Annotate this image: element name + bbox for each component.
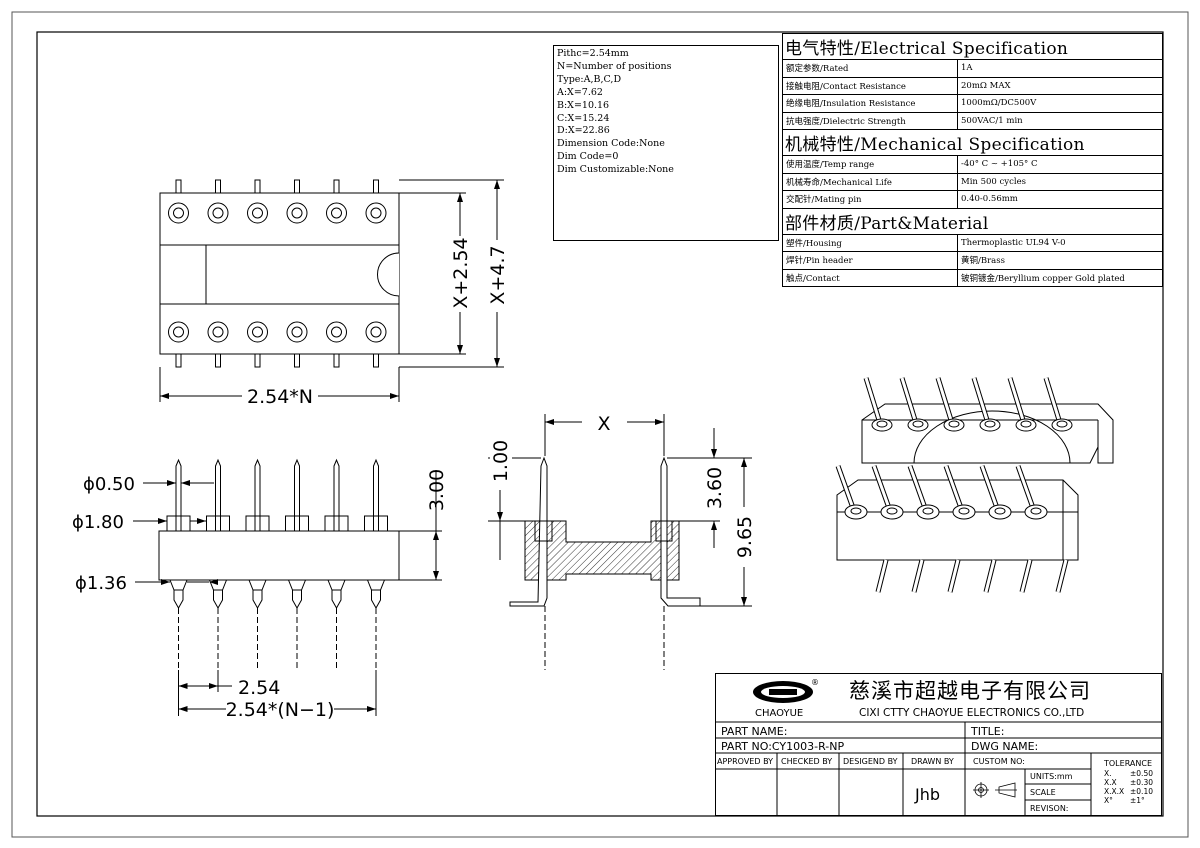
spec-label: 焊针/Pin header	[782, 251, 958, 270]
part-no-value: CY1003-R-NP	[771, 740, 845, 753]
dim-side-contact: 3.60	[704, 467, 726, 509]
projection-symbol-icon	[973, 782, 1017, 798]
spec-label: 接触电阻/Contact Resistance	[782, 76, 958, 95]
dim-pitch-span: 2.54*(N−1)	[226, 699, 335, 721]
custom-no-label: CUSTOM NO:	[973, 757, 1025, 766]
dim-side-top: 1.00	[490, 440, 512, 482]
tol-value: ±1°	[1130, 796, 1145, 805]
mechanical-title: 机械特性/Mechanical Specification	[782, 129, 1163, 156]
tol-key: X°	[1104, 796, 1113, 805]
spec-value: 20mΩ MAX	[957, 76, 1163, 95]
spec-label: 额定参数/Rated	[782, 59, 958, 78]
spec-value: Min 500 cycles	[957, 172, 1163, 191]
tol-value: ±0.50	[1130, 769, 1153, 778]
company-logo: ®	[753, 678, 819, 703]
note-line: Pithc=2.54mm	[557, 48, 629, 59]
company-name-cn: 慈溪市超越电子有限公司	[849, 679, 1091, 703]
spec-label: 机械寿命/Mechanical Life	[782, 172, 958, 191]
spec-label: 绝缘电阻/Insulation Resistance	[782, 94, 958, 113]
svg-text:®: ®	[811, 678, 819, 687]
company-name-en: CIXI CTTY CHAOYUE ELECTRONICS CO.,LTD	[859, 707, 1085, 719]
spec-label: 触点/Contact	[782, 268, 958, 287]
spec-value: Thermoplastic UL94 V-0	[957, 233, 1163, 252]
drawn-by-value: Jhb	[915, 785, 941, 804]
approved-by-label: APPROVED BY	[717, 757, 774, 766]
spec-value: 铍铜镀金/Beryllium copper Gold plated	[957, 268, 1163, 287]
spec-value: 1A	[957, 59, 1163, 78]
spec-label: 抗电强度/Dielectric Strength	[782, 111, 958, 130]
title-block-grid	[715, 673, 1162, 816]
note-line: A:X=7.62	[557, 86, 603, 98]
notes-box: Pithc=2.54mm N=Number of positions Type:…	[553, 45, 779, 241]
material-title: 部件材质/Part&Material	[782, 207, 1163, 235]
dim-top-width: 2.54*N	[247, 386, 313, 408]
note-line: N=Number of positions	[557, 60, 672, 72]
scale-label: SCALE	[1030, 788, 1056, 797]
note-line: B:X=10.16	[557, 99, 610, 111]
dim-tail-dia: ϕ1.36	[75, 573, 127, 594]
tolerance-list: X. ±0.50 X.X ±0.30 X.X.X ±0.10 X° ±1°	[1104, 769, 1153, 805]
spec-label: 使用温度/Temp range	[782, 155, 958, 174]
dim-top-inner: X+2.54	[450, 237, 472, 308]
tol-value: ±0.10	[1130, 787, 1153, 796]
note-line: D:X=22.86	[557, 125, 610, 137]
spec-label: 塑件/Housing	[782, 233, 958, 252]
spec-value: 500VAC/1 min	[957, 111, 1163, 130]
dim-body-dia: ϕ1.80	[72, 512, 124, 533]
title-label: TITLE:	[971, 725, 1005, 738]
note-line: C:X=15.24	[557, 112, 610, 124]
note-line: Dim Code=0	[557, 151, 619, 163]
spec-value: 1000mΩ/DC500V	[957, 94, 1163, 113]
tolerance-title: TOLERANCE	[1104, 759, 1153, 768]
tol-key: X.X	[1104, 778, 1117, 787]
dim-height: 3.00	[426, 469, 448, 511]
dim-side-x: X	[597, 413, 610, 435]
dwg-name-label: DWG NAME:	[971, 740, 1039, 753]
note-line: Type:A,B,C,D	[557, 73, 622, 85]
dim-top-outer: X+4.7	[487, 245, 509, 304]
tol-key: X.X.X	[1104, 787, 1125, 796]
dim-pin-dia: ϕ0.50	[83, 474, 135, 495]
note-line: Dimension Code:None	[557, 138, 665, 150]
spec-value: 黄铜/Brass	[957, 251, 1163, 270]
note-line: Dim Customizable:None	[557, 164, 674, 176]
spec-value: -40° C ~ +105° C	[957, 155, 1163, 174]
part-no-label: PART NO:	[721, 740, 772, 753]
dim-pitch: 2.54	[238, 677, 280, 699]
designed-by-label: DESIGEND BY	[843, 757, 898, 766]
tol-key: X.	[1104, 769, 1112, 778]
units-label: UNITS:mm	[1030, 772, 1073, 781]
drawn-by-label: DRAWN BY	[911, 757, 954, 766]
part-name-label: PART NAME:	[721, 725, 788, 738]
logo-text: CHAOYUE	[755, 708, 804, 719]
spec-value: 0.40-0.56mm	[957, 190, 1163, 209]
electrical-title: 电气特性/Electrical Specification	[782, 33, 1163, 60]
tol-value: ±0.30	[1130, 778, 1153, 787]
spec-label: 交配针/Mating pin	[782, 190, 958, 209]
checked-by-label: CHECKED BY	[781, 757, 833, 766]
revision-label: REVISON:	[1030, 804, 1069, 813]
title-block: ® CHAOYUE 慈溪市超越电子有限公司 CIXI CTTY CHAOYUE …	[715, 673, 1162, 816]
dim-side-total: 9.65	[734, 516, 756, 558]
spec-table: 电气特性/Electrical Specification 额定参数/Rated…	[782, 33, 1163, 287]
